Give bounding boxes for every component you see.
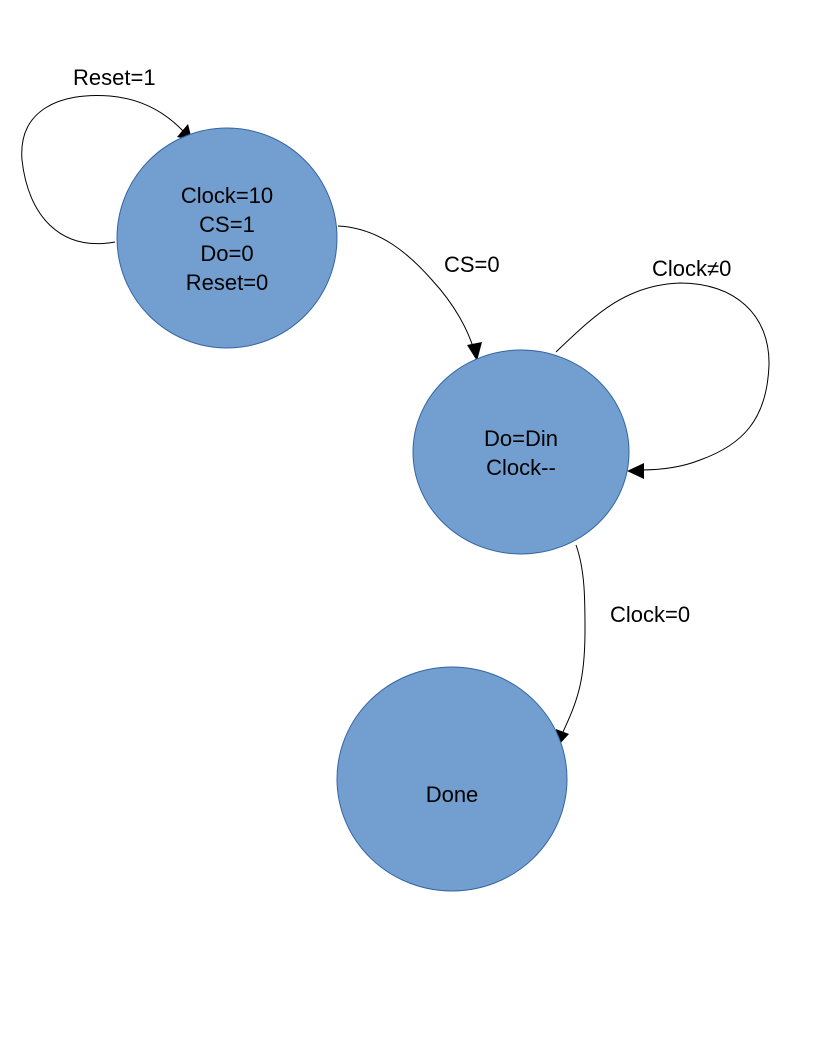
state-shift-line-1: Do=Din: [484, 426, 558, 451]
state-shift: Do=Din Clock--: [412, 349, 630, 555]
state-init-line-4: Reset=0: [186, 270, 269, 295]
state-done-circle: [336, 666, 568, 892]
init-to-shift-edge: [337, 225, 475, 351]
state-shift-circle: [412, 349, 630, 555]
label-shift-loop: Clock≠0: [652, 256, 731, 281]
init-to-shift-arrowhead: [467, 342, 482, 361]
label-init-to-shift: CS=0: [444, 252, 500, 277]
label-shift-to-done: Clock=0: [610, 602, 690, 627]
state-init-line-3: Do=0: [200, 241, 253, 266]
reset-loop-edge: [21, 94, 185, 244]
label-reset-loop: Reset=1: [73, 65, 156, 90]
state-init: Clock=10 CS=1 Do=0 Reset=0: [116, 127, 338, 349]
state-done-label: Done: [426, 782, 479, 807]
state-init-line-2: CS=1: [199, 212, 255, 237]
shift-loop-edge: [555, 282, 770, 471]
state-init-circle: [116, 127, 338, 349]
state-shift-line-2: Clock--: [486, 455, 556, 480]
shift-to-done-edge: [561, 544, 586, 735]
state-done: Done: [336, 666, 568, 892]
shift-loop-arrowhead: [627, 463, 644, 479]
state-init-line-1: Clock=10: [181, 183, 273, 208]
